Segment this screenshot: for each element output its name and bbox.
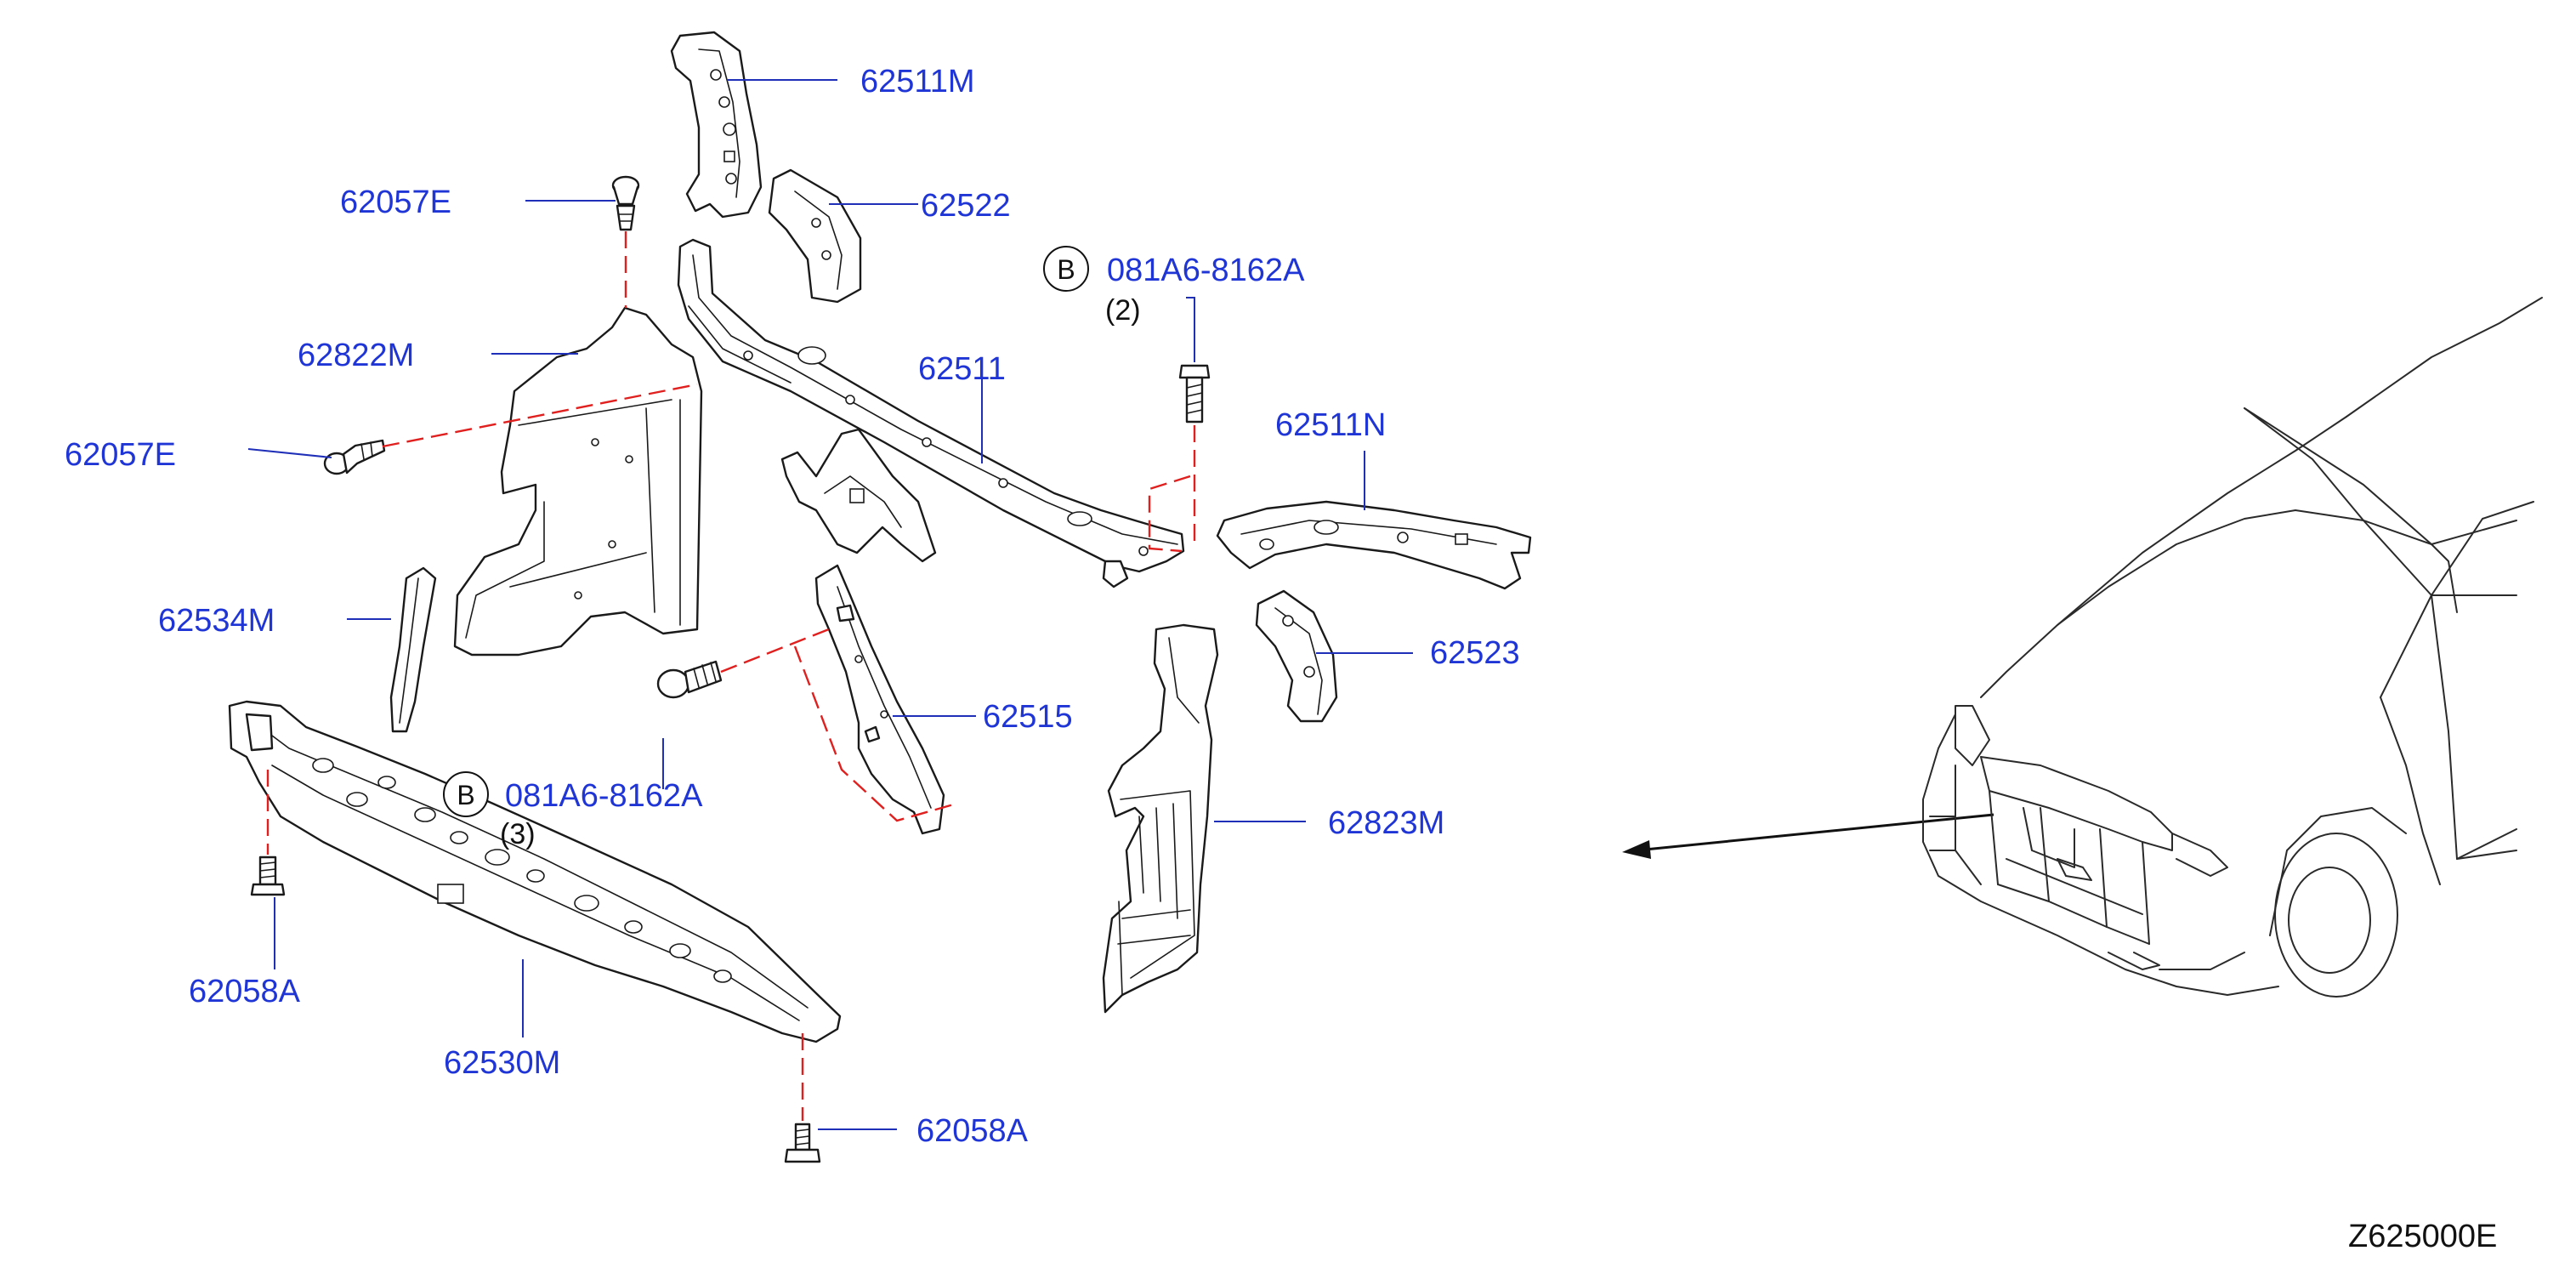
bolt-081A6-8162A-mid (656, 660, 723, 699)
part-62822M-air-guide (453, 306, 703, 657)
leader-lines (247, 79, 1413, 1130)
label-62523: 62523 (1430, 635, 1520, 671)
part-62511-upper-support (677, 238, 1185, 588)
part-62523-bracket (1255, 589, 1338, 723)
label-081A6-8162A-mid: 081A6-8162A (505, 778, 703, 814)
label-62511M: 62511M (860, 64, 975, 99)
part-62515-center-stay (814, 564, 945, 835)
label-62058A-bottom: 62058A (916, 1113, 1029, 1149)
label-62522: 62522 (921, 188, 1011, 224)
callout-labels: 62511M 62522 62057E 62822M 62057E 62511 … (65, 64, 1520, 1149)
part-62823M-air-guide (1102, 623, 1219, 1014)
part-62057E-clip-top (611, 175, 640, 231)
label-62511N: 62511N (1275, 407, 1386, 443)
label-62534M: 62534M (158, 603, 275, 639)
part-62522-bracket (768, 168, 862, 304)
bolt-62058A-left (250, 856, 286, 896)
label-62057E-left: 62057E (65, 437, 176, 473)
part-62057E-clip-left (323, 439, 386, 475)
part-62530M-lower-support (228, 700, 842, 1043)
qty-081A6-8162A-mid: (3) (500, 818, 536, 850)
label-62515: 62515 (983, 699, 1073, 735)
diagram-code: Z625000E (2348, 1219, 2497, 1254)
callout-circle-b-mid (443, 771, 489, 817)
label-62823M: 62823M (1328, 805, 1444, 841)
installation-dash-lines (266, 231, 1196, 1121)
label-081A6-8162A-top: 081A6-8162A (1107, 253, 1305, 288)
vehicle-location-sketch (1922, 297, 2543, 998)
label-62057E-top: 62057E (340, 185, 451, 220)
label-62530M: 62530M (444, 1045, 560, 1081)
part-62511N-bracket (1216, 500, 1532, 590)
callout-letter-b-mid: B (457, 780, 474, 810)
qty-081A6-8162A-top: (2) (1105, 294, 1141, 327)
label-62511: 62511 (918, 351, 1006, 387)
label-62058A-left: 62058A (189, 974, 301, 1009)
part-62534M-seal-strip (389, 566, 437, 733)
bolt-081A6-8162A-top (1178, 364, 1211, 424)
callout-letter-b-top: B (1057, 254, 1075, 285)
location-arrow (1622, 813, 1994, 859)
part-62511M-bracket (670, 31, 763, 219)
callout-circle-b-top (1043, 246, 1089, 292)
bolt-62058A-bottom (784, 1123, 821, 1163)
label-62822M: 62822M (298, 338, 414, 373)
